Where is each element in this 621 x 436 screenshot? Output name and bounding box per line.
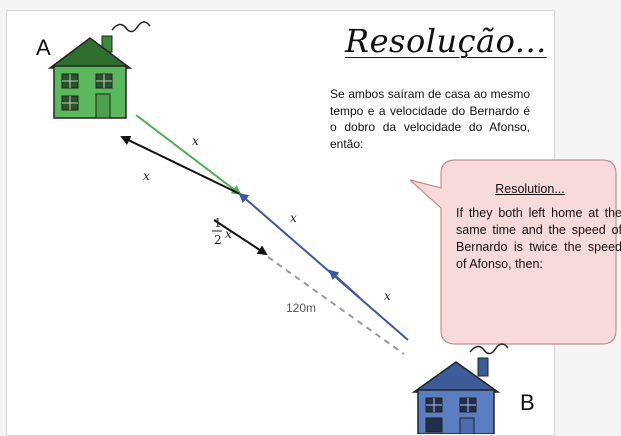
dashed-distance-line	[267, 256, 405, 355]
half-numerator: 1	[214, 216, 222, 230]
page-title: Resolução...	[345, 22, 547, 60]
blue-arrow-long	[238, 192, 409, 341]
half-variable: x	[225, 227, 232, 241]
house-a-label: A	[36, 35, 51, 60]
bubble-text: If they both left home at the same time …	[456, 206, 621, 271]
black-segment-label: x	[143, 169, 150, 183]
blue-segment-label-1: x	[290, 211, 297, 225]
black-arrow-x	[120, 135, 241, 195]
house-a-icon	[47, 21, 151, 119]
house-b-icon	[411, 343, 509, 434]
blue-segment-label-2: x	[384, 289, 391, 303]
distance-label: 120m	[286, 301, 316, 315]
green-segment-label: x	[192, 134, 199, 148]
bubble-title: Resolution...	[495, 182, 565, 196]
half-denominator: 2	[214, 233, 222, 247]
bubble-shape	[409, 159, 617, 345]
portuguese-text: Se ambos saíram de casa ao mesmo tempo e…	[330, 87, 530, 151]
black-arrow-half-x	[213, 219, 268, 256]
blue-arrow-mid	[328, 269, 361, 299]
green-arrow	[135, 114, 242, 196]
house-b-label: B	[520, 390, 535, 415]
